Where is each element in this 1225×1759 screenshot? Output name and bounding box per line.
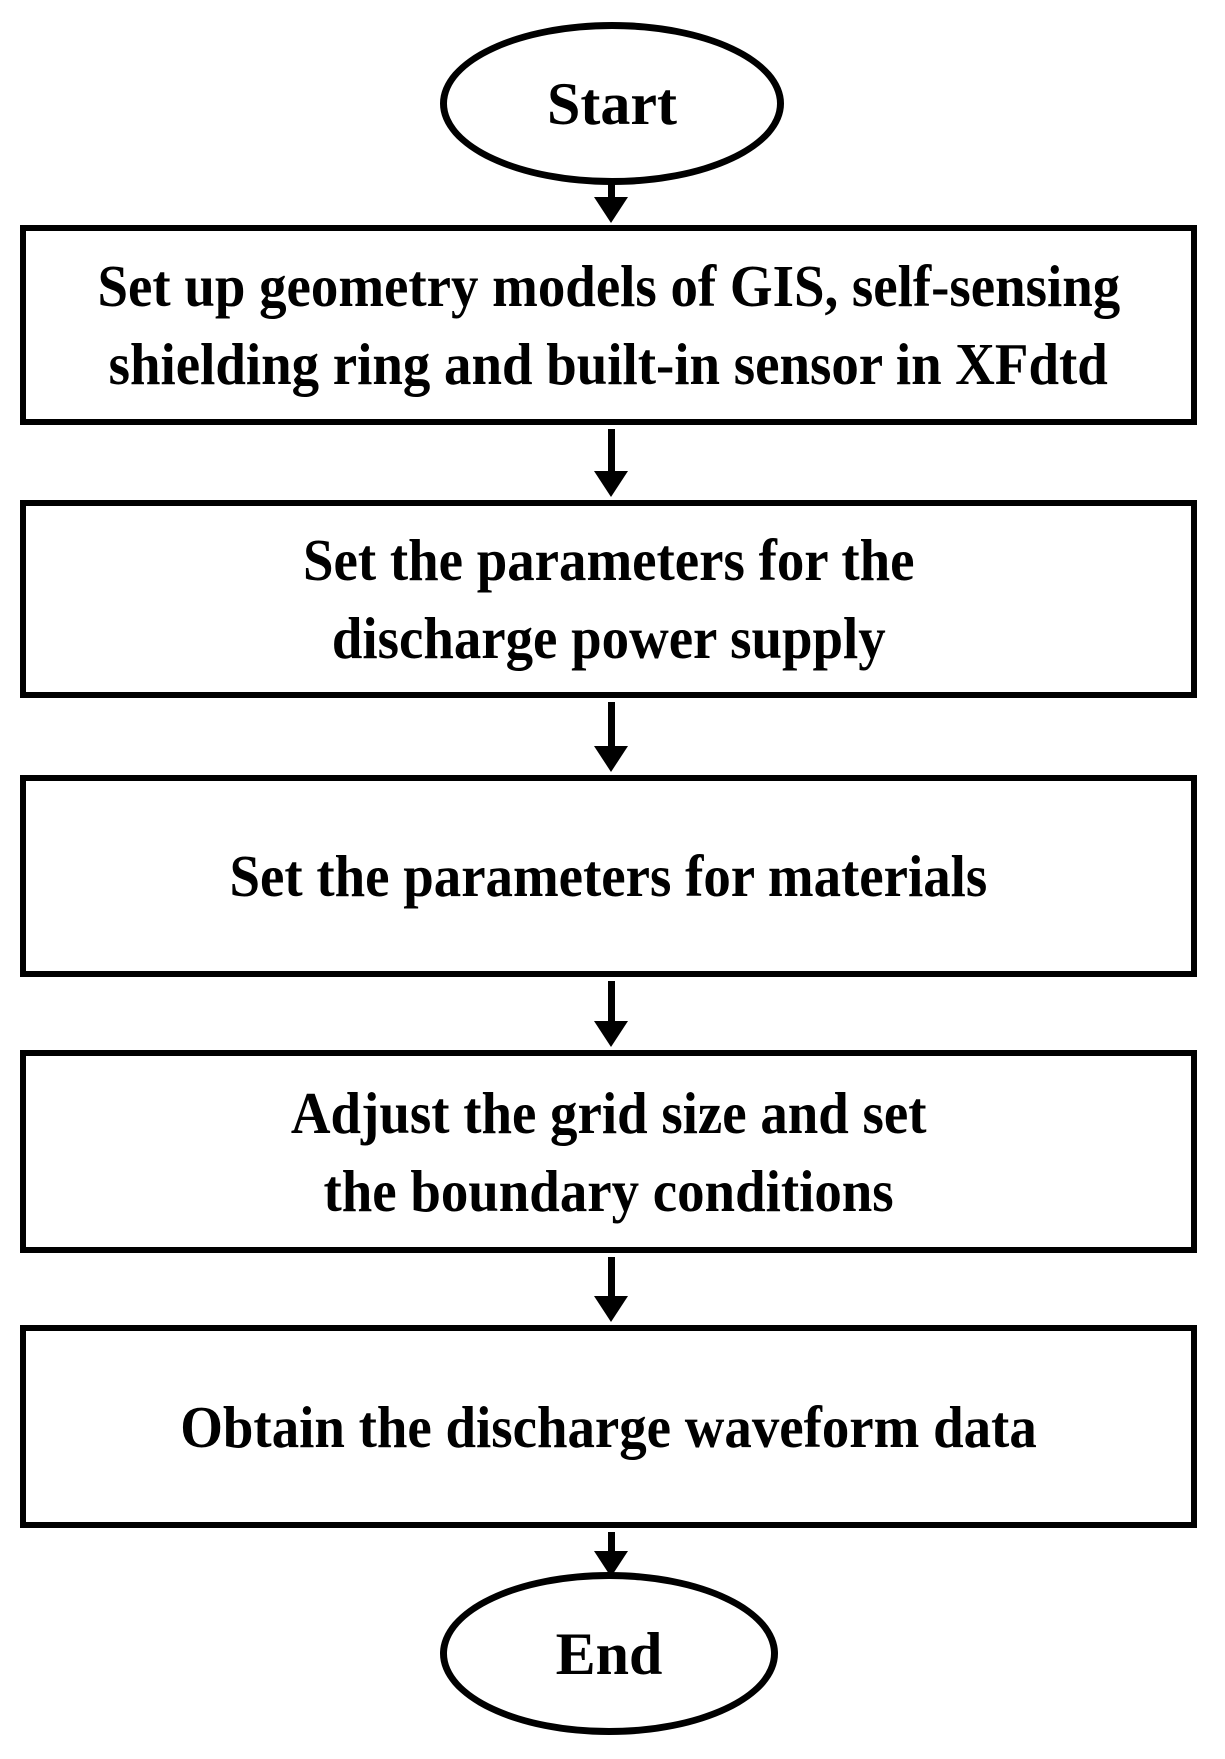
step-text-line: Set up geometry models of GIS, self-sens… — [97, 253, 1120, 319]
process-step-power-supply: Set the parameters for the discharge pow… — [20, 500, 1197, 698]
step-text-line: Set the parameters for the — [302, 527, 915, 593]
arrow-down-icon — [594, 471, 628, 497]
arrow-down-icon — [594, 1021, 628, 1047]
start-terminator: Start — [440, 22, 784, 185]
flow-arrow-step2-to-step3 — [608, 702, 615, 747]
flow-arrow-step3-to-step4 — [608, 981, 615, 1022]
flow-arrow-start-to-step1 — [608, 183, 615, 199]
arrow-down-icon — [594, 1296, 628, 1322]
process-step-materials: Set the parameters for materials — [20, 775, 1197, 977]
flow-arrow-step5-to-end — [608, 1532, 615, 1552]
process-step-grid-boundary: Adjust the grid size and set the boundar… — [20, 1050, 1197, 1253]
flow-arrow-step1-to-step2 — [608, 429, 615, 472]
step-text-line: the boundary conditions — [323, 1157, 894, 1224]
process-step-geometry-models: Set up geometry models of GIS, self-sens… — [20, 225, 1197, 425]
arrow-down-icon — [594, 746, 628, 772]
arrow-down-icon — [594, 197, 628, 223]
end-label: End — [555, 1620, 663, 1687]
step-text-line: Set the parameters for materials — [229, 843, 988, 909]
step-text-line: Adjust the grid size and set — [290, 1079, 927, 1146]
step-text-line: Obtain the discharge waveform data — [180, 1393, 1037, 1460]
step-text-line: discharge power supply — [331, 605, 886, 671]
step-text-line: shielding ring and built-in sensor in XF… — [108, 331, 1109, 397]
flow-arrow-step4-to-step5 — [608, 1257, 615, 1297]
start-label: Start — [547, 70, 677, 137]
end-terminator: End — [440, 1572, 778, 1735]
process-step-waveform-data: Obtain the discharge waveform data — [20, 1325, 1197, 1528]
